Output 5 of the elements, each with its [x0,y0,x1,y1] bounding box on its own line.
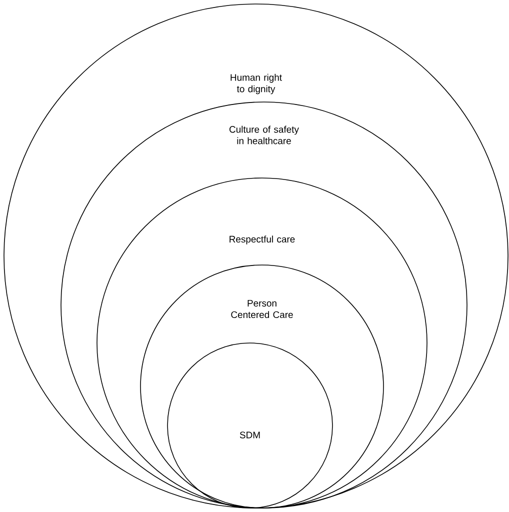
circle-label: Person Centered Care [231,300,293,318]
circle-label: Human right to dignity [230,74,282,94]
circle-label: Respectful care [230,236,295,244]
circle-label: Culture of safety in healthcare [230,126,299,144]
circle-label: SDM [240,432,260,438]
